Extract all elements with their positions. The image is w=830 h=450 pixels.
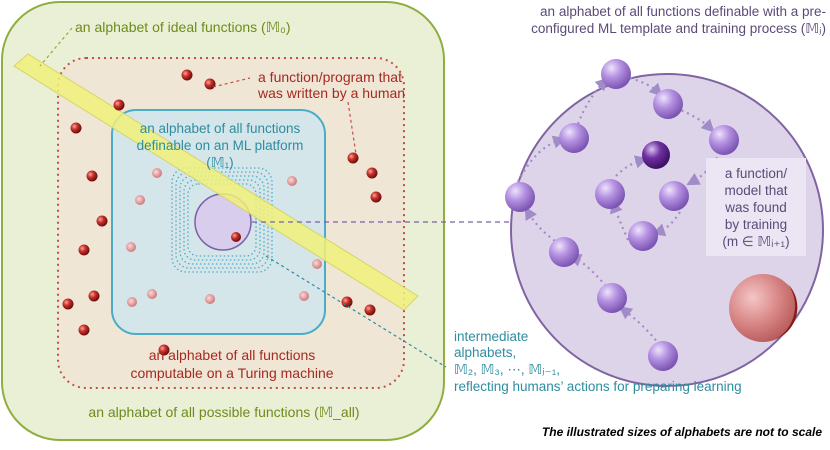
scale-note: The illustrated sizes of alphabets are n… bbox=[542, 425, 822, 439]
human-function-label-2: was written by a human bbox=[257, 85, 405, 101]
trained-model-sphere bbox=[642, 141, 670, 169]
ml-platform-label-3: (𝕄₁) bbox=[206, 155, 233, 170]
template-model-spheres bbox=[505, 59, 739, 371]
ideal-functions-band bbox=[13, 53, 419, 311]
human-functions-dots bbox=[62, 69, 382, 356]
model-label-box bbox=[706, 158, 806, 256]
human-leader-line-a bbox=[212, 77, 251, 88]
ml-platform-label-2: definable on an ML platform bbox=[137, 138, 304, 153]
template-label-2: configured ML template and training proc… bbox=[531, 21, 826, 36]
intermediate-label-4: reflecting humans’ actions for preparing… bbox=[454, 379, 742, 394]
training-paths bbox=[517, 76, 721, 351]
human-leader-line-b bbox=[347, 101, 357, 155]
intermediate-leader-line bbox=[265, 255, 447, 368]
human-function-label-1: a function/program that bbox=[258, 69, 402, 85]
all-possible-label: an alphabet of all possible functions (𝕄… bbox=[88, 404, 359, 420]
model-label-2: model that bbox=[724, 183, 787, 198]
intermediate-label-1: intermediate bbox=[454, 329, 528, 344]
model-label-1: a function/ bbox=[725, 166, 788, 181]
model-label-3: was found bbox=[724, 200, 787, 215]
model-label-4: by training bbox=[725, 217, 787, 232]
model-label-5: (m ∈ 𝕄ᵢ₊₁) bbox=[722, 234, 789, 249]
large-function-sphere bbox=[729, 274, 797, 342]
ml-platform-dots bbox=[126, 168, 322, 307]
intermediate-label-2: alphabets, bbox=[454, 345, 516, 360]
ml-platform-label-1: an alphabet of all functions bbox=[140, 121, 301, 136]
template-label-1: an alphabet of all functions definable w… bbox=[540, 4, 826, 19]
ideal-leader-line bbox=[39, 27, 73, 67]
intermediate-label-3: 𝕄₂, 𝕄₃, ⋯, 𝕄ⱼ₋₁, bbox=[454, 362, 560, 377]
ideal-label: an alphabet of ideal functions (𝕄₀) bbox=[75, 19, 291, 35]
turing-label-1: an alphabet of all functions bbox=[149, 347, 316, 363]
turing-label-2: computable on a Turing machine bbox=[130, 365, 333, 381]
